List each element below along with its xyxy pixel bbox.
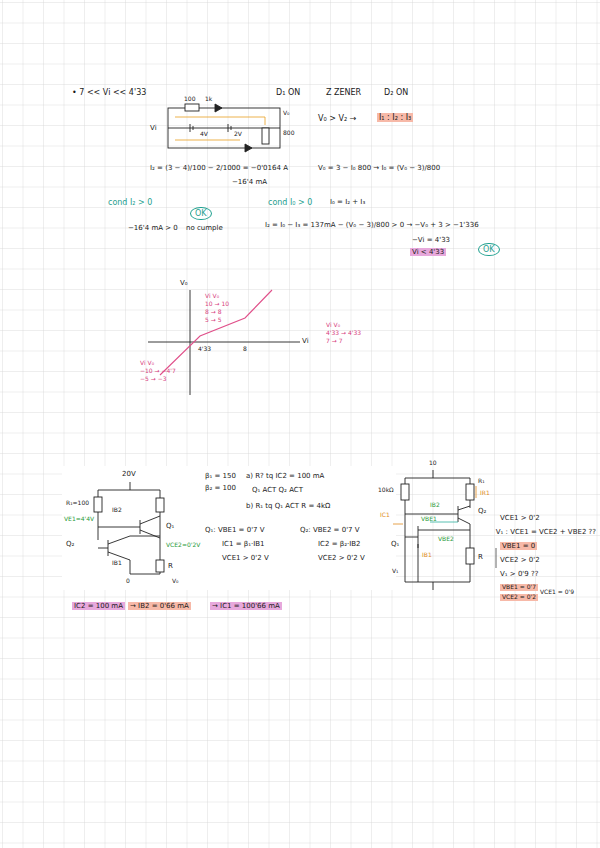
handwritten-note: 0	[126, 578, 130, 585]
handwritten-note: Q₁: VBE1 = 0'7 V	[205, 526, 265, 534]
handwritten-note: b) R₁ tq Q₁ ACT R = 4kΩ	[246, 502, 330, 510]
handwritten-note: 8	[243, 346, 247, 353]
handwritten-note: Vi	[150, 124, 157, 132]
handwritten-note: • 7 << Vi << 4'33	[72, 88, 146, 97]
handwritten-note: −Vi = 4'33	[412, 236, 450, 244]
handwritten-note: I₀ = I₂ + I₃	[330, 198, 365, 206]
handwritten-note: → IB2 = 0'66 mA	[128, 602, 191, 610]
handwritten-note: Q₂	[478, 507, 486, 515]
handwritten-note: V₁ : VCE1 = VCE2 + VBE2 ??	[496, 528, 596, 536]
handwritten-note: V₀ = 3 − I₀ 800 → I₀ = (V₀ − 3)/800	[318, 164, 440, 172]
handwritten-note: VBE1	[421, 516, 437, 523]
handwritten-note: VCE2=0'2V	[166, 542, 200, 549]
handwritten-note: Q₁	[166, 522, 174, 530]
handwritten-note: IR1	[480, 490, 490, 497]
handwritten-note: IC2 = 100 mA	[72, 602, 125, 610]
handwritten-note: Vi	[302, 337, 309, 345]
handwritten-note: R₁=100	[66, 500, 89, 507]
handwritten-note: V₀	[283, 110, 290, 117]
handwritten-note: VCE1 > 0'2	[500, 514, 540, 522]
handwritten-note: VCE2 > 0'2	[500, 556, 540, 564]
handwritten-note: β₂ = 100	[205, 484, 236, 492]
handwritten-note: Q₂: VBE2 = 0'7 V	[300, 526, 360, 534]
handwritten-note: 7 → 7	[326, 338, 342, 345]
handwritten-note: Q₂	[66, 540, 74, 548]
handwritten-note: R	[168, 562, 173, 570]
handwritten-note: D₁ ON	[276, 88, 300, 97]
handwritten-note: V₁	[392, 568, 399, 575]
handwritten-note: 10kΩ	[378, 487, 394, 494]
handwritten-note: → IC1 = 100'66 mA	[210, 602, 282, 610]
handwritten-note: 5 → 5	[205, 317, 221, 324]
handwritten-note: no cumple	[186, 224, 223, 232]
handwritten-note: 2V	[234, 131, 242, 138]
handwritten-note: V₀ > V₂ →	[318, 114, 356, 123]
handwritten-note: −10 → −4'7	[140, 368, 176, 375]
handwritten-note: R	[478, 553, 483, 561]
handwritten-note: V₀	[180, 279, 188, 287]
handwritten-note: R₁	[478, 478, 485, 485]
handwritten-note: Vi V₀	[205, 293, 219, 300]
handwritten-note: Q₁ ACT Q₂ ACT	[252, 486, 303, 494]
handwritten-note: 4'33	[198, 346, 211, 353]
handwritten-note: VCE1 = 0'9	[540, 589, 574, 596]
handwritten-note: I₂ = I₀ − I₃ = 137mA − (V₀ − 3)/800 > 0 …	[265, 221, 479, 229]
circled-note: OK	[478, 243, 500, 256]
handwritten-note: VBE1 = 0'7	[500, 584, 538, 591]
handwritten-note: cond I₀ > 0	[268, 198, 312, 207]
handwritten-note: D₂ ON	[384, 88, 408, 97]
handwritten-note: V₁ > 0'9 ??	[500, 570, 538, 578]
handwritten-note: I₁ : I₂ : I₃	[377, 113, 413, 122]
handwritten-note: V₀	[172, 578, 179, 585]
handwritten-note: cond I₂ > 0	[108, 198, 152, 207]
handwritten-note: 10	[429, 460, 437, 467]
handwritten-note: IC2 = β₂·IB2	[318, 540, 361, 548]
handwritten-note: Vi V₀	[140, 360, 154, 367]
handwritten-note: IB2	[112, 507, 122, 514]
handwritten-note: VCE2 > 0'2 V	[318, 554, 365, 562]
handwritten-note: 10 → 10	[205, 301, 229, 308]
handwritten-note: I₂ = (3 − 4)/100 − 2/1000 = −0'0164 A	[150, 164, 288, 172]
handwritten-note: IC1	[380, 512, 390, 519]
handwritten-note: VCE2 = 0'2	[500, 594, 538, 601]
handwritten-note: 4'33 → 4'33	[326, 330, 361, 337]
handwritten-note: Vi V₀	[326, 322, 340, 329]
handwritten-note: IB1	[422, 552, 432, 559]
handwritten-note: Z ZENER	[326, 88, 361, 97]
handwritten-note: 100	[184, 96, 195, 103]
handwritten-note: 1k	[205, 96, 212, 103]
circled-note: OK	[190, 207, 212, 220]
handwritten-note: IC1 = β₁·IB1	[222, 540, 265, 548]
handwritten-note: IB1	[112, 560, 122, 567]
handwritten-note: 8 → 8	[205, 309, 221, 316]
handwritten-note: VE1=4'4V	[64, 516, 94, 523]
handwritten-note: 800	[283, 130, 294, 137]
handwritten-note: VCE1 > 0'2 V	[222, 554, 269, 562]
handwritten-note: VBE2	[438, 536, 454, 543]
handwritten-note: −16'4 mA	[232, 178, 267, 186]
handwritten-note: a) R? tq IC2 = 100 mA	[246, 472, 324, 480]
handwritten-note: Q₁	[391, 540, 399, 548]
handwritten-note: −16'4 mA > 0	[128, 224, 178, 232]
handwritten-note: VBE1 = 0	[500, 542, 537, 550]
handwritten-note: −5 → −3	[140, 376, 167, 383]
handwritten-note: 4V	[200, 131, 208, 138]
handwritten-note: β₁ = 150	[205, 472, 236, 480]
handwritten-note: Vi < 4'33	[410, 248, 446, 256]
handwritten-note: 20V	[122, 470, 136, 478]
handwritten-note: IB2	[430, 502, 440, 509]
